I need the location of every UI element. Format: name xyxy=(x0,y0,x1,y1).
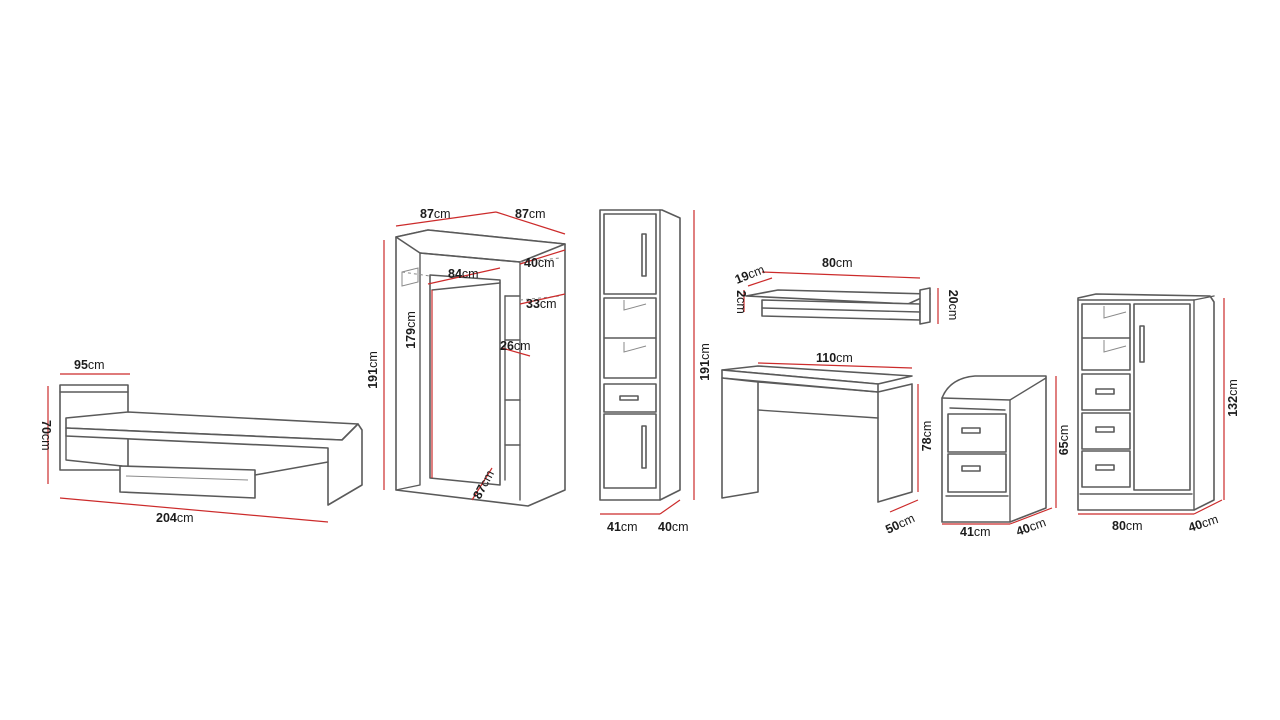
chest-height-label: 132cm xyxy=(1226,379,1240,417)
pedestal-width-label: 41cm xyxy=(960,525,991,539)
desk-width-label: 110cm xyxy=(816,351,853,365)
wardrobe-diagonal-label: 87cm xyxy=(470,468,497,502)
pedestal-height-label: 65cm xyxy=(1057,425,1071,456)
desk-drawing xyxy=(721,365,913,503)
pedestal-drawing xyxy=(941,375,1047,523)
bed-height-label: 70cm xyxy=(39,420,53,451)
wall-shelf-drawing xyxy=(745,287,931,325)
tall-cabinet-depth-label: 40cm xyxy=(658,520,689,534)
tall-cabinet-height-label: 191cm xyxy=(698,343,712,381)
wall-shelf-width-label: 80cm xyxy=(822,256,853,270)
bed-length-label: 204cm xyxy=(156,511,194,525)
wardrobe-shelf-width-label: 26cm xyxy=(500,339,531,353)
dimension-lines xyxy=(47,210,1225,525)
bed-drawing xyxy=(59,384,363,506)
bed-depth-label: 95cm xyxy=(74,358,105,372)
wardrobe-height-label: 191cm xyxy=(366,351,380,389)
chest-depth-label: 40cm xyxy=(1187,512,1220,535)
tall-cabinet-drawing xyxy=(599,209,681,501)
desk-depth-label: 50cm xyxy=(883,511,917,537)
chest-drawing xyxy=(1077,293,1215,511)
tall-cabinet-width-label: 41cm xyxy=(607,520,638,534)
wall-shelf-thickness-label: 2cm xyxy=(734,290,748,314)
chest-width-label: 80cm xyxy=(1112,519,1143,533)
wardrobe-shelf-depth-top-label: 40cm xyxy=(524,256,555,270)
wardrobe-side-a-label: 87cm xyxy=(420,207,451,221)
corner-wardrobe-drawing xyxy=(395,229,566,507)
pedestal-depth-label: 40cm xyxy=(1014,515,1048,539)
wall-shelf-height-label: 20cm xyxy=(946,290,960,321)
wall-shelf-depth-label: 19cm xyxy=(733,262,767,286)
wardrobe-inner-height-label: 179cm xyxy=(404,311,418,349)
wardrobe-inner-width-label: 84cm xyxy=(448,267,479,281)
dimension-labels: 95cm 70cm 204cm 87cm 87cm 84cm 40cm 33cm… xyxy=(39,207,1240,539)
desk-height-label: 78cm xyxy=(920,421,934,452)
wardrobe-shelf-depth-mid-label: 33cm xyxy=(526,297,557,311)
wardrobe-side-b-label: 87cm xyxy=(515,207,546,221)
